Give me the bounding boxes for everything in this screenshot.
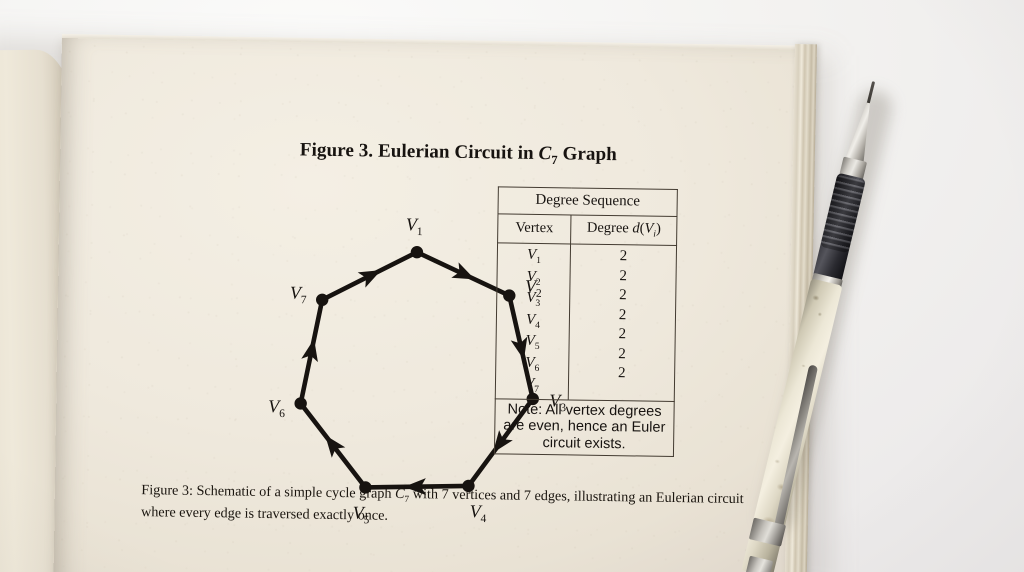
- table-row-degree: 2: [618, 307, 627, 324]
- graph-arrowhead: [451, 262, 475, 280]
- graph-arrowhead: [301, 338, 318, 363]
- table-row-degree: 2: [619, 287, 627, 304]
- table-row: V5: [525, 333, 540, 353]
- graph-svg: [294, 245, 539, 496]
- graph-vertex-node: [316, 293, 329, 306]
- table-note-row: Note: All vertex degrees are even, hence…: [494, 398, 675, 457]
- table-row: V4: [525, 311, 541, 331]
- table-row-degree: 2: [618, 346, 626, 363]
- degree-function-arg: V: [644, 220, 654, 238]
- table-row: V1: [526, 247, 541, 267]
- graph-vertex-node: [526, 392, 539, 406]
- table-row-degree: 2: [619, 268, 628, 285]
- table-row: V6: [525, 354, 540, 374]
- column-header-degree: Degree d(Vi): [570, 215, 677, 246]
- graph-arrowhead: [357, 270, 382, 288]
- graph-vertex-label: V6: [268, 396, 285, 421]
- graph-vertex-node: [410, 245, 424, 259]
- table-row-degree: 2: [619, 248, 628, 265]
- degree-column: 2 2 2 2 2 2 2: [568, 244, 677, 402]
- table-header-row: Vertex Degree d(Vi): [497, 214, 677, 246]
- graph-vertex-label: V1: [405, 214, 423, 239]
- degree-function-symbol: d: [632, 220, 640, 237]
- table-row-degree: 2: [617, 365, 626, 382]
- graph-vertices: [294, 245, 539, 494]
- graph-arrowhead: [510, 336, 528, 360]
- table-title-row: Degree Sequence: [497, 186, 678, 217]
- degree-function-sub: i: [653, 228, 657, 240]
- graph-arrowhead: [492, 430, 513, 453]
- graph-arrowhead: [325, 435, 346, 458]
- degree-word: Degree: [586, 220, 629, 237]
- graph-vertex-node: [294, 397, 307, 410]
- page-content: Figure 3. Eulerian Circuit in C7 Graph V…: [62, 42, 800, 572]
- figure-title-suffix: Graph: [557, 143, 618, 166]
- table-row: V7: [524, 375, 540, 396]
- degree-list: 2 2 2 2 2 2 2: [573, 247, 672, 385]
- graph-vertex-node: [359, 481, 372, 494]
- figure-title-symbol: C: [538, 142, 552, 165]
- caption-part1: Figure 3: Schematic of a simple cycle gr…: [141, 482, 396, 502]
- graph-arrowheads: [301, 262, 528, 496]
- table-note: Note: All vertex degrees are even, hence…: [494, 398, 675, 457]
- table-title: Degree Sequence: [497, 186, 678, 217]
- graph-vertex-label: V7: [289, 282, 307, 307]
- column-header-vertex: Vertex: [497, 214, 572, 245]
- table-row: V3: [526, 290, 541, 310]
- graph-arrowhead: [403, 478, 427, 496]
- table-row-degree: 2: [618, 326, 627, 343]
- table-row: V2: [526, 268, 541, 288]
- caption-symbol: C: [394, 485, 405, 503]
- graph-vertex-node: [503, 289, 516, 302]
- graph-vertex-node: [462, 479, 475, 493]
